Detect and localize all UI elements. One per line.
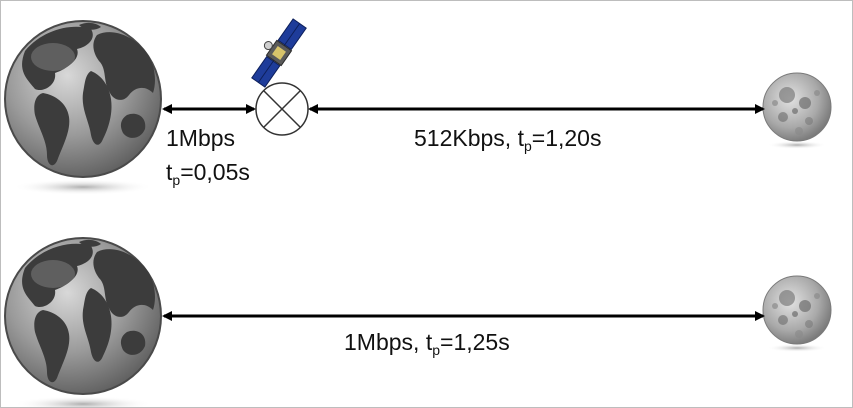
tp-prefix: t: [166, 159, 173, 185]
tp-subscript: p: [523, 138, 532, 154]
tp-prefix: t: [517, 125, 524, 151]
rate-text: 1Mbps: [166, 125, 236, 151]
rate-text: 1Mbps,: [344, 329, 426, 355]
moon-icon: [762, 275, 832, 353]
rate-text: 512Kbps,: [414, 125, 518, 151]
tp-subscript: p: [172, 172, 181, 188]
tp-subscript: p: [432, 342, 441, 358]
relay-node-icon: [255, 82, 309, 136]
tp-value: =0,05s: [180, 159, 250, 185]
earth-moon-link-label: 1Mbps, tp=1,25s: [344, 329, 510, 358]
moon-icon: [762, 72, 832, 150]
earth-globe-icon: [4, 237, 162, 407]
tp-value: =1,20s: [531, 125, 602, 151]
tp-value: =1,25s: [440, 329, 510, 355]
earth-satellite-propagation-label: tp=0,05s: [166, 159, 250, 188]
tp-prefix: t: [425, 329, 433, 355]
earth-satellite-rate-label: 1Mbps: [166, 125, 235, 152]
earth-globe-icon: [4, 20, 162, 196]
satellite-icon: [251, 18, 307, 88]
satellite-moon-link-label: 512Kbps, tp=1,20s: [414, 125, 602, 154]
